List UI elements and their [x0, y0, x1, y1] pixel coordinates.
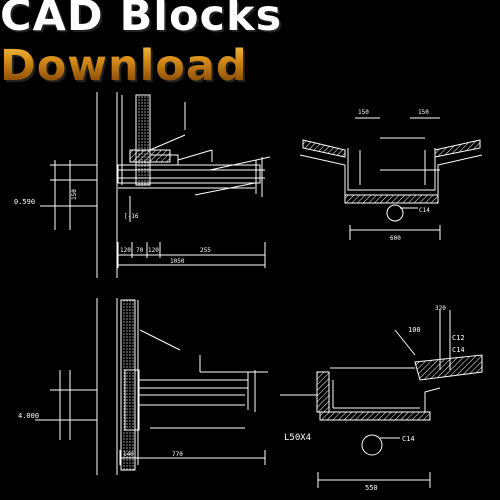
banner-title: CAD Blocks Download [0, 0, 500, 91]
dim-label: 100 [408, 326, 421, 334]
roof-slope-right [434, 139, 481, 158]
dim-label: 70 [136, 247, 144, 254]
downpipe [386, 204, 404, 222]
insulation-layer [120, 299, 136, 471]
level-label: 0.590 [14, 198, 35, 206]
dim-label: 255 [200, 247, 211, 254]
dim-label: 150 [71, 189, 78, 200]
dim-label: 770 [172, 451, 183, 458]
gutter-base [319, 411, 431, 421]
detail-bottom-left [35, 298, 268, 475]
gutter-base [344, 194, 439, 204]
dim-label: 120 [148, 247, 159, 254]
roof-slope-left [302, 139, 346, 158]
tag-label: [-16 [124, 213, 139, 220]
parapet [316, 371, 330, 413]
section-label: C12 [452, 334, 465, 342]
detail-top-left [40, 92, 271, 278]
section-label: C14 [419, 207, 430, 214]
dim-label: 150 [358, 109, 369, 116]
slab [137, 379, 249, 389]
dim-label: 120 [120, 247, 131, 254]
downpipe [361, 434, 383, 456]
dim-label: 150 [418, 109, 429, 116]
level-label: 4.000 [18, 412, 39, 420]
insulation-layer [135, 94, 151, 186]
column [124, 369, 140, 431]
slab [117, 164, 261, 184]
dim-label: 550 [365, 484, 378, 492]
detail-bottom-right [280, 310, 483, 488]
dim-label: 320 [435, 305, 446, 312]
angle-label: L50X4 [284, 433, 311, 443]
roof-slope [414, 354, 483, 381]
detail-top-right [299, 117, 483, 240]
dim-label: 600 [390, 235, 401, 242]
dim-label: 1050 [170, 258, 185, 265]
dim-label: 140 [123, 451, 134, 458]
section-label: C14 [452, 346, 465, 354]
section-label: C14 [402, 435, 415, 443]
